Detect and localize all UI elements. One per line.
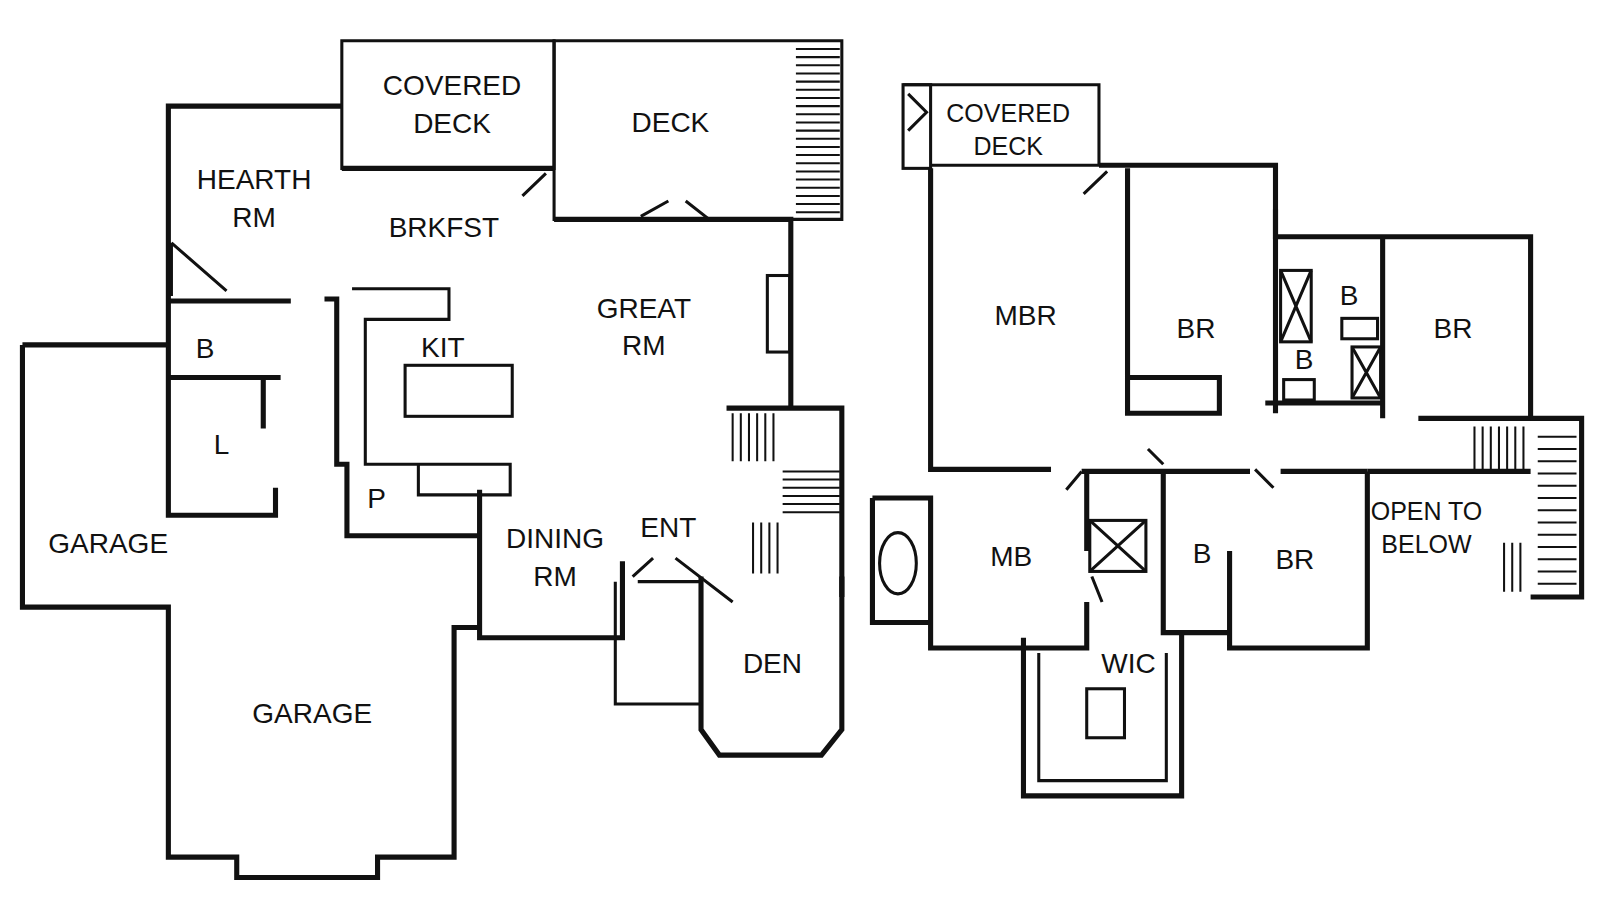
room-label: L	[214, 426, 230, 464]
room-label: BR	[1275, 541, 1314, 579]
room-label: B	[1340, 277, 1359, 315]
room-label: WIC	[1101, 645, 1155, 683]
room-label: ENT	[640, 509, 696, 547]
room-label: B	[1193, 535, 1212, 573]
room-label: DECK	[631, 105, 709, 143]
room-label: COVERED DECK	[355, 67, 549, 143]
room-label: MBR	[994, 297, 1056, 335]
room-label: MB	[990, 538, 1032, 576]
room-label: DEN	[743, 645, 802, 683]
room-label: B	[1295, 341, 1314, 379]
room-label: DINING RM	[489, 520, 622, 596]
room-label: HEARTH RM	[178, 161, 331, 237]
room-label: KIT	[421, 329, 465, 367]
room-label: COVERED DECK	[921, 97, 1094, 165]
room-label: GARAGE	[252, 695, 372, 733]
room-label: BR	[1434, 310, 1473, 348]
room-label: BRKFST	[389, 209, 499, 247]
room-label: GARAGE	[48, 525, 168, 563]
room-label: B	[196, 330, 215, 368]
room-label: BR	[1176, 310, 1215, 348]
room-label: P	[367, 480, 386, 518]
room-label: OPEN TO BELOW	[1366, 495, 1486, 563]
room-label: GREAT RM	[583, 290, 705, 366]
